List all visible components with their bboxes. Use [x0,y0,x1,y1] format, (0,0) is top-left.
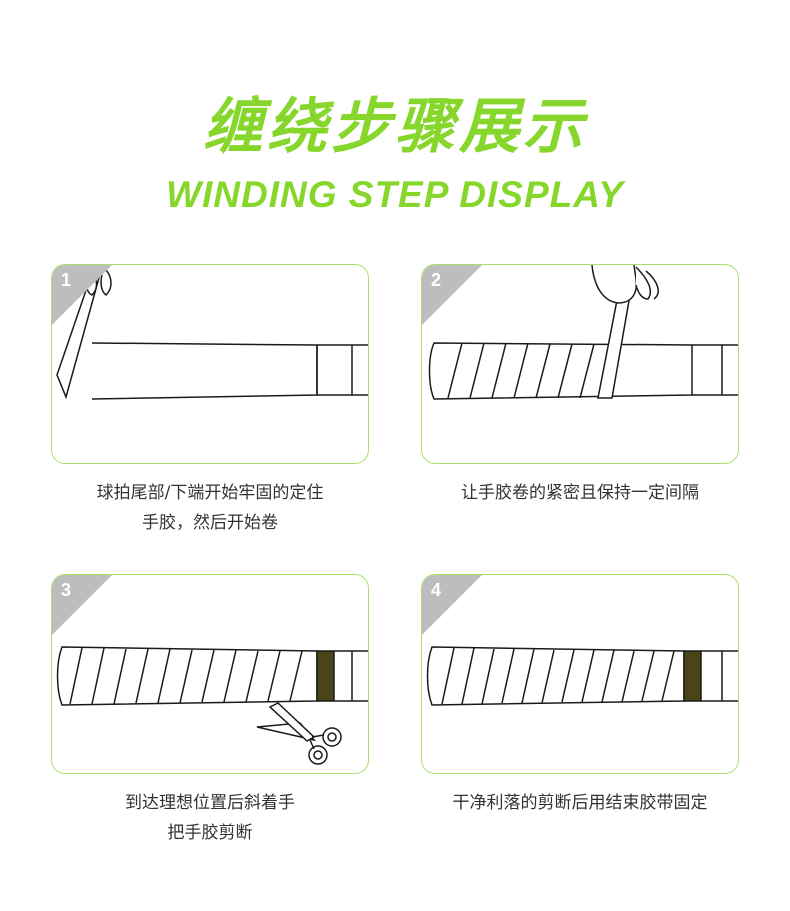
finishing-tape [316,650,335,702]
handle-outline [91,342,318,400]
step-caption-4: 干净利落的剪断后用结束胶带固定 [452,793,708,813]
step-number: 2 [431,270,442,290]
step-card-4: 4 [421,574,739,774]
step-caption-3: 到达理想位置后斜着手 把手胶剪断 [125,793,295,843]
step-caption-1: 球拍尾部/下端开始牢固的定住 手胶，然后开始卷 [96,483,324,533]
finishing-tape [683,650,702,702]
step-number: 3 [61,580,72,600]
step-number-badge [52,575,112,635]
step3-illustration [56,646,368,765]
step-card-3: 3 [51,574,369,774]
page-title: 缠绕步骤展示 [203,92,587,162]
scissors-icon [256,702,342,765]
step-number: 4 [431,580,442,600]
step-number-badge [52,265,112,325]
handle-outline [426,646,685,706]
step-number: 1 [61,270,72,290]
step-number-badge [422,575,482,635]
step-number-badge [422,265,482,325]
grip-tape-strip [597,294,631,399]
page-subtitle: WINDING STEP DISPLAY [166,174,624,215]
step-card-2: 2 [421,264,739,464]
step-caption-2: 让手胶卷的紧密且保持一定间隔 [461,483,699,503]
handle-outline [428,342,693,400]
step4-illustration [426,646,738,706]
step1-illustration [56,266,368,400]
handle-outline [56,646,318,706]
step2-illustration [428,265,738,400]
step-card-1: 1 [51,264,369,464]
hand-icon [591,265,638,304]
